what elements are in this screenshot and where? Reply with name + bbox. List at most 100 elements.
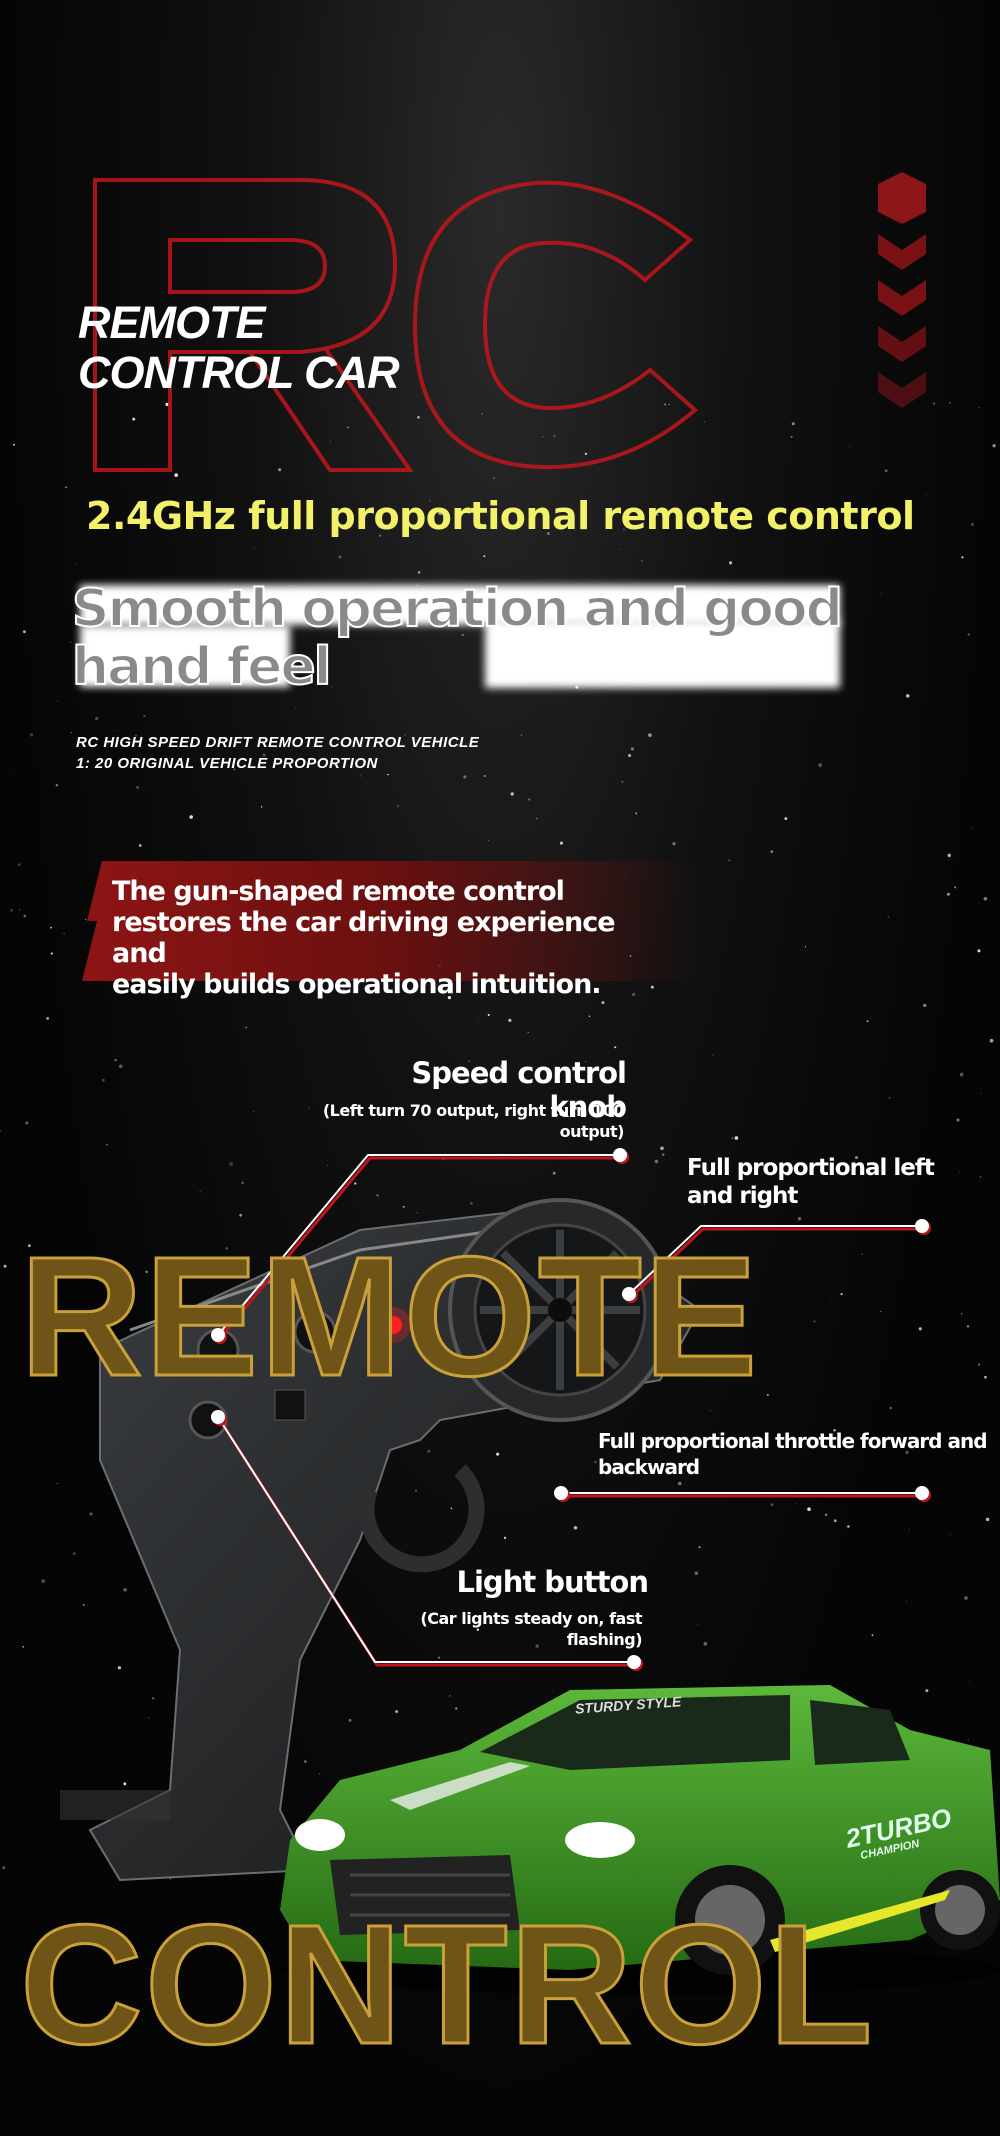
- callout-dot: [915, 1219, 929, 1233]
- star: [72, 1552, 76, 1556]
- star: [918, 1327, 922, 1331]
- star: [978, 1363, 981, 1366]
- star: [854, 1156, 859, 1160]
- star: [330, 440, 331, 442]
- star: [304, 1760, 307, 1763]
- star: [623, 528, 625, 531]
- star: [949, 401, 951, 404]
- star: [27, 1244, 31, 1248]
- star: [17, 863, 21, 866]
- star: [880, 593, 882, 595]
- star: [239, 1213, 243, 1217]
- star: [489, 981, 492, 984]
- star: [715, 524, 716, 526]
- star: [262, 753, 266, 757]
- star: [712, 1054, 714, 1056]
- star: [327, 1165, 329, 1166]
- star: [797, 1217, 802, 1221]
- star: [795, 1503, 797, 1504]
- star: [496, 1452, 500, 1456]
- star: [905, 694, 910, 698]
- star: [427, 1449, 431, 1453]
- star: [447, 996, 452, 1000]
- star: [508, 1018, 512, 1022]
- star: [354, 1182, 357, 1185]
- star: [923, 1003, 927, 1007]
- star: [992, 444, 996, 448]
- callout-line: Full proportional throttle forward and: [598, 1429, 988, 1453]
- star: [866, 1020, 869, 1023]
- star: [766, 1393, 769, 1397]
- star: [379, 534, 382, 537]
- star: [967, 1739, 969, 1741]
- star: [971, 827, 973, 829]
- star: [650, 985, 654, 989]
- star: [403, 733, 406, 736]
- star: [770, 850, 774, 853]
- star: [520, 734, 522, 736]
- star: [790, 435, 793, 438]
- star: [199, 1190, 201, 1193]
- star: [229, 1162, 234, 1166]
- star: [542, 436, 544, 438]
- callout-dot: [211, 1328, 225, 1342]
- highlight-blob: [485, 620, 840, 688]
- star: [123, 1782, 127, 1786]
- star: [338, 555, 342, 559]
- star: [654, 1159, 659, 1164]
- star: [908, 1529, 910, 1531]
- star: [573, 1525, 578, 1530]
- star: [348, 1718, 352, 1722]
- banner-line: The gun-shaped remote control: [112, 876, 565, 907]
- star: [668, 403, 670, 405]
- star: [729, 561, 733, 565]
- star: [46, 1017, 50, 1020]
- star: [861, 1253, 864, 1256]
- star: [619, 548, 621, 550]
- star: [601, 1001, 605, 1005]
- star: [960, 1312, 963, 1315]
- star: [245, 1026, 247, 1029]
- highlight-blob: [80, 625, 290, 687]
- star: [12, 767, 14, 769]
- star: [710, 1410, 711, 1412]
- star: [547, 532, 550, 535]
- star: [628, 753, 632, 758]
- star: [849, 446, 851, 448]
- star: [23, 914, 26, 918]
- banner-line: easily builds operational intuition.: [112, 969, 602, 1000]
- star: [260, 806, 263, 808]
- star: [342, 988, 345, 992]
- star: [418, 1075, 421, 1078]
- star: [804, 946, 807, 948]
- star: [880, 1310, 882, 1313]
- star: [89, 1512, 93, 1516]
- star: [483, 775, 486, 777]
- star: [85, 918, 87, 920]
- star: [331, 686, 333, 688]
- star: [672, 842, 676, 846]
- subheadline-line2: hand feel: [71, 637, 332, 697]
- star: [833, 1428, 836, 1432]
- star: [887, 916, 890, 918]
- star: [455, 1707, 458, 1710]
- star: [559, 841, 564, 845]
- star: [347, 426, 349, 429]
- star: [621, 780, 624, 783]
- star: [664, 403, 667, 406]
- speed-knob-desc: (Left turn 70 output, right turn 100 out…: [300, 1100, 625, 1142]
- star: [959, 1072, 964, 1077]
- star: [954, 886, 957, 889]
- star: [488, 840, 490, 841]
- star: [63, 932, 65, 935]
- star: [438, 511, 443, 516]
- star: [145, 1270, 148, 1274]
- star: [56, 700, 58, 702]
- star: [978, 407, 980, 409]
- star: [635, 812, 638, 815]
- star: [154, 1296, 156, 1298]
- desc-line: (Car lights steady on, fast: [420, 1609, 642, 1628]
- background-word-remote: REMOTE: [18, 1222, 760, 1412]
- star: [295, 707, 296, 709]
- star: [65, 486, 67, 489]
